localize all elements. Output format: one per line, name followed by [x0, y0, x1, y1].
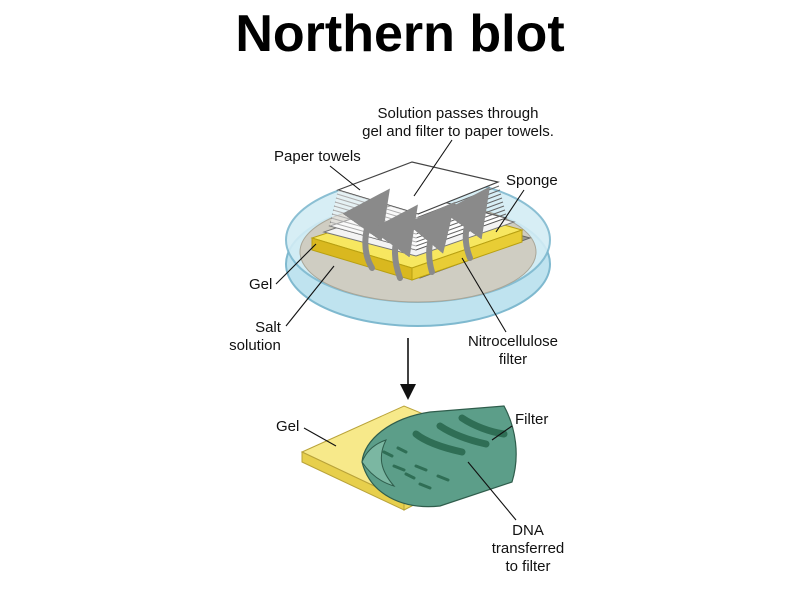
label-sponge: Sponge — [506, 172, 558, 189]
solution-flow-arrows — [342, 186, 490, 281]
label-dna: DNA — [512, 522, 544, 539]
gel-and-filter — [300, 405, 517, 511]
label-gel-top: Gel — [249, 276, 272, 293]
leader-nitrocellulose — [461, 257, 507, 333]
label-salt: Salt — [255, 319, 282, 336]
leader-gel-top — [275, 243, 317, 285]
label-salt-solution: solution — [229, 337, 281, 354]
label-nitrocellulose-filter: filter — [499, 351, 527, 368]
label-dna-transferred: transferred — [492, 540, 565, 557]
leader-dna — [467, 461, 517, 521]
label-nitrocellulose: Nitrocellulose — [468, 333, 558, 350]
label-gel-bottom: Gel — [276, 418, 299, 435]
label-solution-passes-2: gel and filter to paper towels. — [362, 123, 554, 140]
leader-filter — [491, 425, 513, 441]
dna-bands — [382, 414, 508, 490]
leader-sponge — [495, 189, 525, 233]
filter-curl — [361, 439, 396, 487]
leader-solution — [413, 139, 453, 197]
leader-paper-towels — [329, 165, 361, 191]
label-filter: Filter — [515, 411, 548, 428]
filter-sheet — [361, 405, 517, 508]
label-paper-towels: Paper towels — [274, 148, 361, 165]
label-solution-passes: Solution passes through — [378, 105, 539, 122]
leader-gel-bottom — [303, 427, 337, 447]
leader-salt — [285, 265, 335, 327]
page-title: Northern blot — [235, 5, 565, 63]
label-dna-to-filter: to filter — [505, 558, 550, 575]
